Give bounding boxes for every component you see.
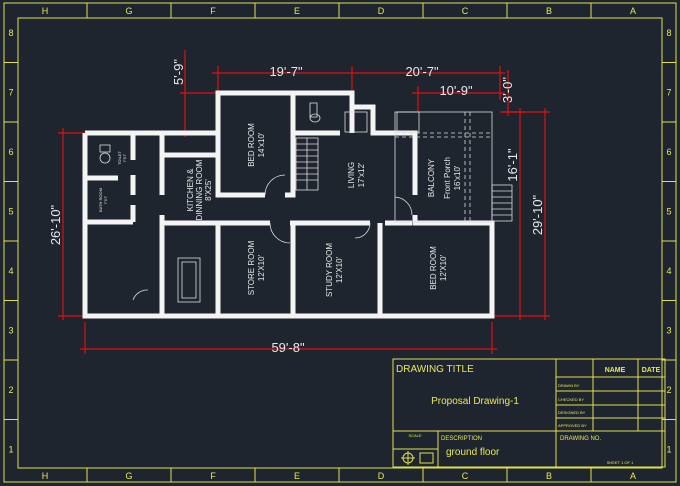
room-study-size: 12'X10': [335, 256, 344, 283]
room-kitchen-name-2: DINNING ROOM: [195, 159, 204, 220]
column-label: H: [42, 6, 49, 16]
column-label: C: [462, 471, 469, 481]
room-store-size: 12'X10': [257, 254, 266, 281]
column-label: G: [125, 471, 132, 481]
row-label: 1: [8, 445, 13, 455]
date-header: DATE: [642, 367, 661, 374]
room-bath-name: BATH ROOM: [98, 188, 103, 212]
checked-by-label: CHECKED BY: [558, 397, 584, 402]
description-label: DESCRIPTION: [441, 436, 482, 442]
row-label: 2: [666, 385, 671, 395]
drawing-title-label: DRAWING TITLE: [396, 364, 474, 375]
room-kitchen-name-1: KITCHEN &: [186, 168, 195, 211]
column-label: B: [546, 6, 552, 16]
room-balcony-name: BALCONY: [427, 158, 436, 197]
row-labels-left: 8 7 6 5 4 3 2 1: [8, 28, 13, 455]
row-label: 3: [8, 326, 13, 336]
column-label: D: [378, 471, 385, 481]
column-label: E: [294, 6, 300, 16]
row-label: 7: [666, 88, 671, 98]
floor-plan-walls: [82, 90, 495, 319]
dim-59-8: 59'-8": [271, 340, 305, 355]
row-label: 1: [666, 445, 671, 455]
room-bedroom-1-size: 14'x10': [257, 132, 266, 157]
row-label: 6: [8, 147, 13, 157]
stairs: [295, 111, 513, 222]
row-label: 4: [8, 266, 13, 276]
dim-19-7: 19'-7": [269, 64, 303, 79]
row-label: 8: [666, 28, 671, 38]
dim-10-9: 10'-9": [439, 83, 473, 98]
column-label: F: [210, 471, 216, 481]
room-study-name: STUDY ROOM: [325, 243, 334, 297]
dim-29-10: 29'-10": [530, 194, 545, 235]
dim-26-10: 26'-10": [48, 204, 63, 245]
row-label: 8: [8, 28, 13, 38]
door-swings: [132, 174, 413, 301]
room-bedroom-1-name: BED ROOM: [247, 123, 256, 167]
sheet-number: SHEET 1 OF 1: [607, 460, 634, 465]
room-living-size: 17'x12': [357, 162, 366, 187]
column-label: E: [294, 471, 300, 481]
room-bedroom-2-name: BED ROOM: [429, 246, 438, 290]
room-toilet-size: 7'X7': [122, 153, 127, 162]
column-label: A: [630, 6, 636, 16]
grid-ticks: [4, 3, 676, 482]
room-porch-name: Front Porch: [443, 157, 452, 199]
row-label: 7: [8, 88, 13, 98]
description: ground floor: [446, 447, 500, 458]
room-porch-size: 16'x10': [453, 165, 462, 190]
row-labels-right: 8 7 6 5 4 3 2 1: [666, 28, 671, 455]
dim-20-7: 20'-7": [405, 64, 439, 79]
dim-3-0: 3'-0": [500, 77, 515, 103]
room-kitchen-size: 8'X25': [204, 179, 213, 201]
row-label: 5: [8, 207, 13, 217]
row-label: 5: [666, 207, 671, 217]
room-toilet-name: TOILET: [117, 150, 122, 164]
drawn-by-label: DRAWN BY: [558, 383, 580, 388]
room-living-name: LIVING: [347, 162, 356, 188]
column-label: B: [546, 471, 552, 481]
column-label: H: [42, 471, 49, 481]
row-label: 6: [666, 147, 671, 157]
designed-by-label: DESIGNED BY: [558, 410, 586, 415]
title-block: [392, 358, 666, 468]
column-label: D: [378, 6, 385, 16]
porch-outline: [394, 111, 493, 223]
column-label: G: [125, 6, 132, 16]
row-label: 3: [666, 326, 671, 336]
outer-border: [3, 2, 677, 483]
drawing-title: Proposal Drawing-1: [431, 396, 519, 407]
dimension-lines: [58, 50, 550, 354]
column-label: A: [630, 471, 636, 481]
room-store-name: STORE ROOM: [247, 240, 256, 295]
dining-table-icon: [177, 257, 201, 303]
column-label: C: [462, 6, 469, 16]
approved-by-label: APPROVED BY: [558, 423, 587, 428]
column-label: F: [210, 6, 216, 16]
toilet-icon: [99, 102, 321, 164]
row-label: 4: [666, 266, 671, 276]
row-label: 2: [8, 385, 13, 395]
dim-5-9: 5'-9": [171, 59, 186, 85]
room-bedroom-2-size: 12'X10': [439, 254, 448, 281]
name-header: NAME: [605, 367, 626, 374]
inner-border: [17, 17, 663, 469]
scale-label: SCALE: [408, 433, 421, 438]
room-bath-size: 7'X7': [103, 195, 108, 204]
drawing-no-label: DRAWING NO.: [560, 436, 601, 442]
dim-16-1: 16'-1": [505, 148, 520, 182]
